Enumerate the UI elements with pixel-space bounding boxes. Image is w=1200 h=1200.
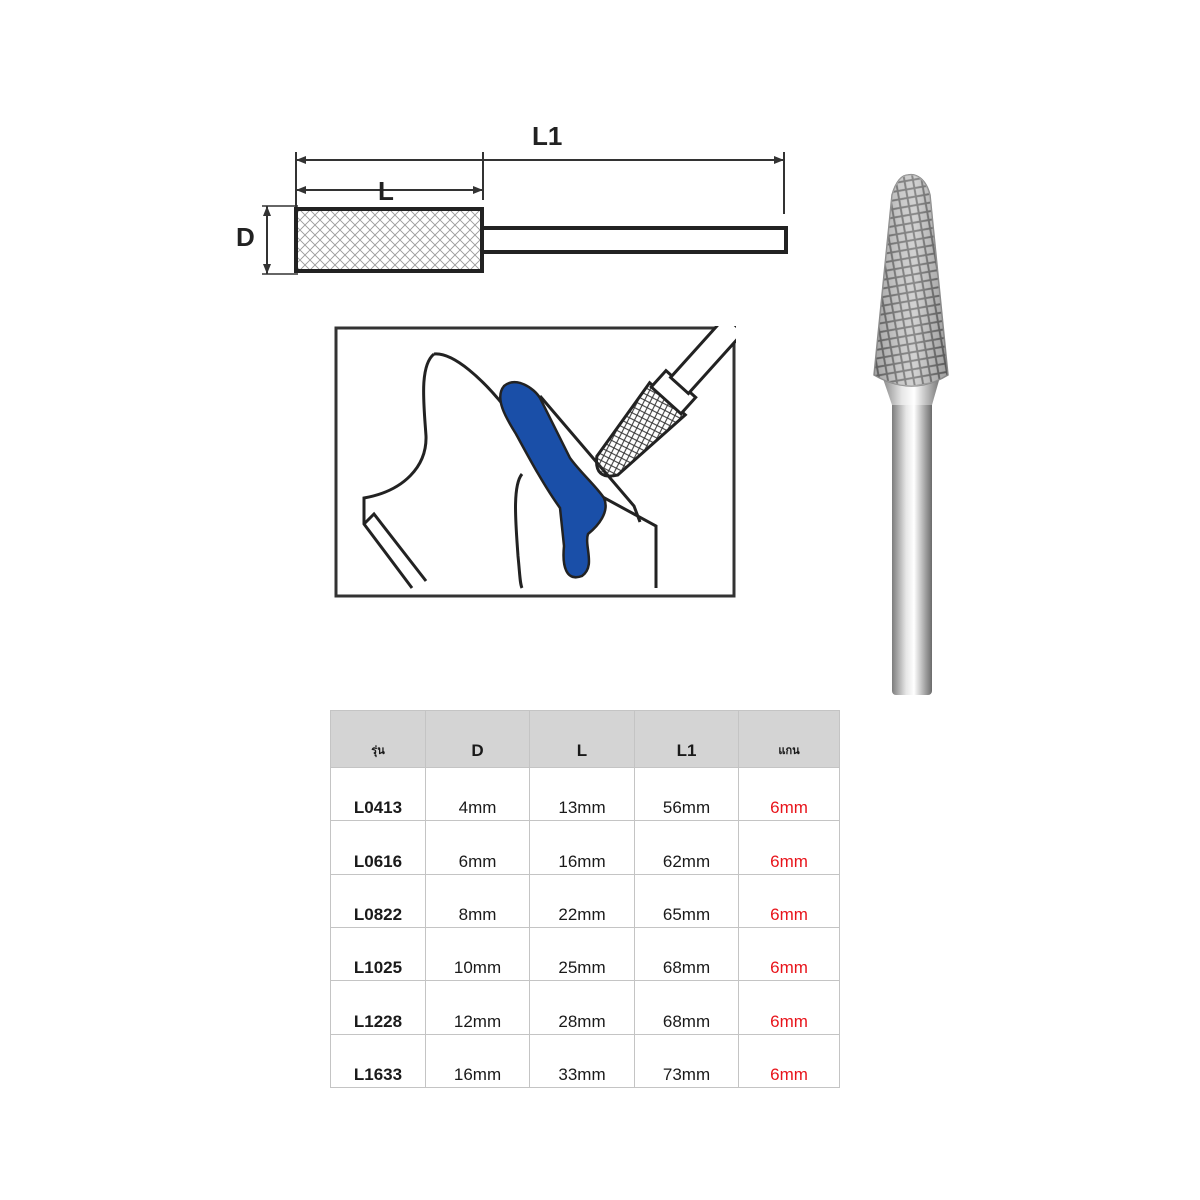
cell-d: 8mm [425, 873, 530, 928]
cell-model: L1228 [330, 980, 426, 1035]
cell-d: 6mm [425, 820, 530, 875]
cell-model: L0616 [330, 820, 426, 875]
burr-photo-shank [892, 395, 932, 695]
table-row: L1228 12mm 28mm 68mm 6mm [330, 980, 840, 1035]
cell-l1: 56mm [634, 766, 739, 822]
cell-l1: 68mm [634, 980, 739, 1035]
cell-l1: 65mm [634, 873, 739, 928]
cell-shank: 6mm [738, 873, 840, 928]
cylinder-burr-head [294, 207, 484, 273]
header-d: D [425, 710, 530, 768]
cell-shank: 6mm [738, 926, 840, 982]
header-l: L [529, 710, 635, 768]
l1-label: L1 [532, 121, 562, 151]
cell-shank: 6mm [738, 1033, 840, 1089]
cell-l: 25mm [529, 926, 635, 982]
highlighted-groove-area [499, 381, 607, 579]
workpiece-left-outline [362, 352, 436, 589]
d-label: D [236, 222, 255, 252]
cell-l: 22mm [529, 873, 635, 928]
l-label: L [378, 176, 394, 206]
cell-d: 4mm [425, 766, 530, 822]
cell-l1: 62mm [634, 820, 739, 875]
cell-l: 28mm [529, 980, 635, 1035]
cell-model: L0413 [330, 766, 426, 822]
cell-d: 10mm [425, 926, 530, 982]
header-model: รุ่น [330, 710, 426, 768]
burr-tool-in-use [595, 326, 736, 478]
cell-d: 12mm [425, 980, 530, 1035]
cell-d: 16mm [425, 1033, 530, 1089]
usage-illustration [334, 326, 736, 598]
cell-shank: 6mm [738, 820, 840, 875]
cell-l: 13mm [529, 766, 635, 822]
cell-shank: 6mm [738, 766, 840, 822]
cell-l: 16mm [529, 820, 635, 875]
table-row: L0822 8mm 22mm 65mm 6mm [330, 873, 840, 928]
header-l1: L1 [634, 710, 739, 768]
table-row: L1633 16mm 33mm 73mm 6mm [330, 1033, 840, 1089]
burr-shank [480, 226, 788, 254]
table-row: L0413 4mm 13mm 56mm 6mm [330, 766, 840, 822]
cell-shank: 6mm [738, 980, 840, 1035]
cell-l: 33mm [529, 1033, 635, 1089]
carbide-burr-image [873, 173, 949, 695]
spec-table: รุ่น D L L1 แกน L0413 4mm 13mm 56mm 6mm … [330, 710, 840, 1089]
table-row: L0616 6mm 16mm 62mm 6mm [330, 820, 840, 875]
cell-model: L1025 [330, 926, 426, 982]
header-shank: แกน [738, 710, 840, 768]
table-header-row: รุ่น D L L1 แกน [330, 710, 840, 768]
cell-model: L0822 [330, 873, 426, 928]
cell-l1: 68mm [634, 926, 739, 982]
cell-l1: 73mm [634, 1033, 739, 1089]
dimension-drawing: L1 L D [236, 121, 788, 275]
table-row: L1025 10mm 25mm 68mm 6mm [330, 926, 840, 982]
cell-model: L1633 [330, 1033, 426, 1089]
